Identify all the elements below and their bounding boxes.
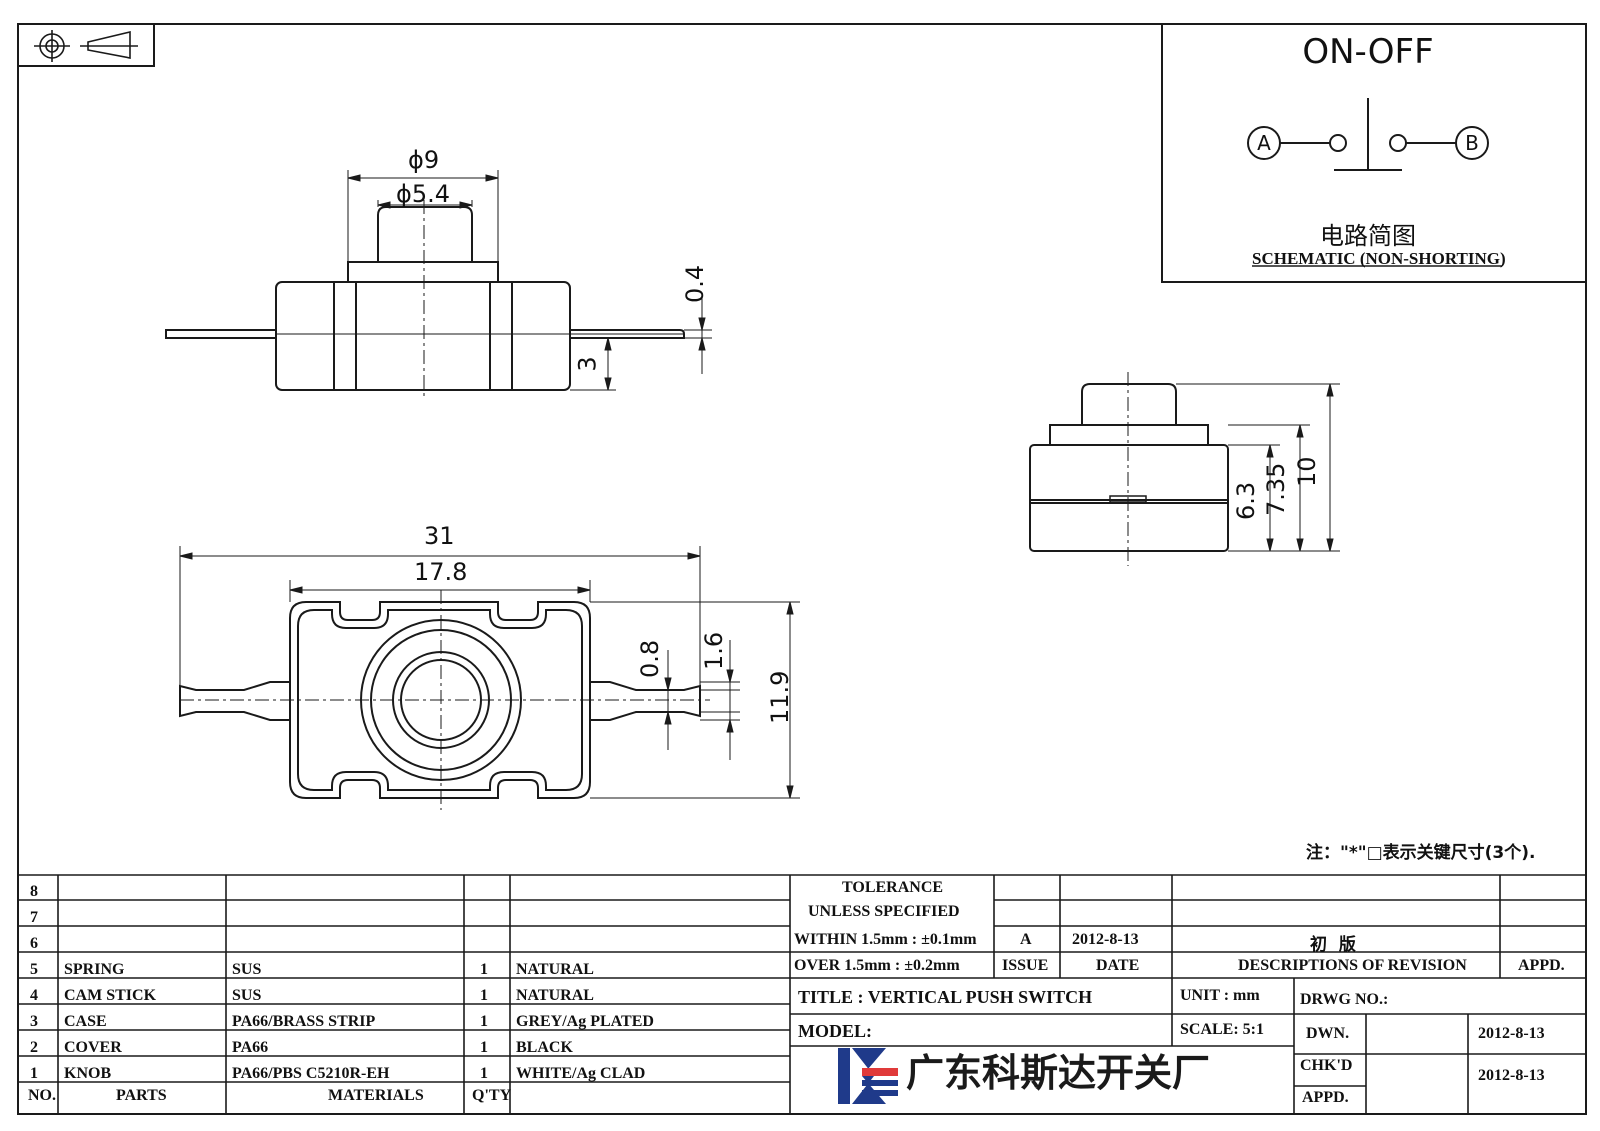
- bom-cell-material: PA66/PBS C5210R-EH: [232, 1065, 390, 1082]
- projection-symbol-icon: [34, 30, 138, 62]
- dim-phi9: ϕ9: [408, 146, 440, 174]
- bom-header-no: NO.: [28, 1087, 56, 1104]
- bom-cell-part: SPRING: [64, 961, 125, 978]
- bom-cell-part: CASE: [64, 1013, 107, 1030]
- front-view-dims: [347, 170, 712, 391]
- revision-appd-label: APPD.: [1518, 957, 1565, 974]
- title-block-grid: [18, 874, 1586, 1114]
- tolerance-line2: UNLESS SPECIFIED: [808, 903, 960, 920]
- bom-cell-part: COVER: [64, 1039, 122, 1056]
- bom-cell-finish: GREY/Ag PLATED: [516, 1013, 654, 1030]
- bom-cell-no: 2: [30, 1039, 38, 1056]
- dim-17-8: 17.8: [414, 558, 468, 586]
- tolerance-line4: OVER 1.5mm : ±0.2mm: [794, 957, 960, 974]
- dim-11-9: 11.9: [766, 670, 794, 724]
- dim-0-4: 0.4: [681, 264, 709, 303]
- chkd-date: 2012-8-13: [1478, 1067, 1545, 1084]
- bom-cell-no: 8: [30, 883, 38, 900]
- note-text: 注："*"□表示关键尺寸(3个).: [1306, 843, 1536, 863]
- schematic-caption-en: SCHEMATIC (NON-SHORTING): [1252, 249, 1506, 268]
- bom-cell-finish: NATURAL: [516, 987, 594, 1004]
- side-view-dims: [1176, 383, 1340, 552]
- company-logo-icon: [838, 1048, 898, 1104]
- revision-desc-value: 初 版: [1310, 935, 1356, 955]
- appd-label: APPD.: [1302, 1089, 1349, 1106]
- unit-label: UNIT : mm: [1180, 987, 1260, 1004]
- side-view: [1029, 383, 1229, 552]
- bom-cell-material: PA66/BRASS STRIP: [232, 1013, 376, 1030]
- drawing-border: [17, 23, 1587, 1115]
- top-view-centerlines: [180, 590, 710, 810]
- bom-header-parts: PARTS: [116, 1087, 167, 1104]
- bom-cell-material: PA66: [232, 1039, 269, 1056]
- top-view-dims: [179, 546, 800, 799]
- bom-cell-no: 1: [30, 1065, 38, 1082]
- dim-0-8: 0.8: [636, 639, 664, 678]
- drwg-no-label: DRWG NO.:: [1300, 991, 1389, 1008]
- drawing-title: TITLE : VERTICAL PUSH SWITCH: [798, 987, 1093, 1007]
- schematic-caption-cn: 电路简图: [1320, 222, 1416, 250]
- revision-date-value: 2012-8-13: [1072, 931, 1139, 948]
- bom-header-materials: MATERIALS: [328, 1087, 424, 1104]
- bom-cell-no: 5: [30, 961, 38, 978]
- bom-cell-qty: 1: [480, 1013, 488, 1030]
- revision-date-label: DATE: [1096, 957, 1140, 974]
- dim-1-6: 1.6: [700, 631, 728, 670]
- dim-6-3: 6.3: [1232, 481, 1260, 520]
- revision-desc-label: DESCRIPTIONS OF REVISION: [1238, 957, 1467, 974]
- bom-cell-finish: WHITE/Ag CLAD: [516, 1065, 646, 1082]
- model-label: MODEL:: [798, 1021, 872, 1041]
- bom-cell-no: 4: [30, 987, 38, 1004]
- tolerance-line1: TOLERANCE: [842, 879, 944, 896]
- bom-cell-finish: BLACK: [516, 1039, 573, 1056]
- bom-cell-material: SUS: [232, 987, 262, 1004]
- dim-3: 3: [573, 356, 602, 372]
- schematic-box: [1161, 23, 1587, 283]
- dim-phi5-4: ϕ5.4: [396, 180, 450, 208]
- bom-cell-material: SUS: [232, 961, 262, 978]
- bom-cell-qty: 1: [480, 1039, 488, 1056]
- dim-7-35: 7.35: [1262, 462, 1290, 516]
- schematic-diagram: [1247, 98, 1489, 171]
- dim-31: 31: [424, 522, 455, 550]
- revision-issue-value: A: [1020, 931, 1032, 948]
- scale-label: SCALE: 5:1: [1180, 1021, 1265, 1038]
- bom-header-qty: Q'TY: [472, 1087, 512, 1104]
- bom-cell-no: 7: [30, 909, 38, 926]
- bom-cell-qty: 1: [480, 987, 488, 1004]
- dwn-label: DWN.: [1306, 1025, 1350, 1042]
- terminal-a-label: A: [1257, 131, 1271, 155]
- bom-cell-no: 3: [30, 1013, 38, 1030]
- bom-cell-qty: 1: [480, 1065, 488, 1082]
- revision-issue-label: ISSUE: [1002, 957, 1049, 974]
- chkd-label: CHK'D: [1300, 1057, 1353, 1074]
- schematic-title: ON-OFF: [1302, 32, 1434, 72]
- bom-cell-no: 6: [30, 935, 38, 952]
- bom-cell-part: CAM STICK: [64, 987, 157, 1004]
- company-name: 广东科斯达开关厂: [906, 1051, 1211, 1095]
- tolerance-line3: WITHIN 1.5mm : ±0.1mm: [794, 931, 977, 948]
- bom-cell-qty: 1: [480, 961, 488, 978]
- dim-10: 10: [1293, 456, 1321, 487]
- front-view: [165, 206, 685, 391]
- terminal-b-label: B: [1465, 131, 1479, 155]
- projection-symbol-box: [17, 23, 155, 67]
- bom-cell-finish: NATURAL: [516, 961, 594, 978]
- dwn-date: 2012-8-13: [1478, 1025, 1545, 1042]
- bom-cell-part: KNOB: [64, 1065, 112, 1082]
